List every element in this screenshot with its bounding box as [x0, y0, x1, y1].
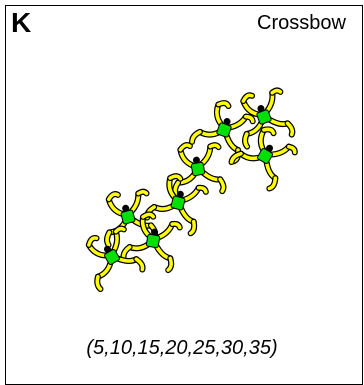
formation-name: Crossbow [257, 12, 346, 34]
head-icon [176, 190, 184, 198]
body-icon [190, 161, 206, 177]
jumpers-group [85, 87, 298, 293]
body-icon [256, 109, 272, 125]
body-icon [104, 249, 120, 265]
diagram-frame [5, 5, 363, 385]
panel-letter: K [11, 7, 32, 38]
head-icon [151, 228, 159, 236]
skydiver-8 [85, 225, 146, 293]
head-icon [192, 156, 200, 164]
head-icon [223, 118, 231, 126]
skydiver-4 [172, 142, 227, 199]
skydiver-5 [144, 173, 209, 237]
head-icon [122, 204, 130, 212]
body-icon [170, 195, 186, 211]
skydiver-3 [228, 126, 298, 192]
body-icon [257, 148, 273, 164]
body-icon [145, 233, 161, 249]
skydiver-7 [120, 211, 183, 274]
head-icon [266, 144, 273, 152]
body-icon [120, 209, 136, 225]
body-icon [216, 122, 232, 138]
skydiver-2 [240, 87, 296, 150]
formation-sequence: (5,10,15,20,25,30,35) [86, 337, 278, 359]
head-icon [104, 245, 111, 253]
head-icon [257, 105, 265, 113]
skydiver-formation-diagram [85, 87, 298, 293]
